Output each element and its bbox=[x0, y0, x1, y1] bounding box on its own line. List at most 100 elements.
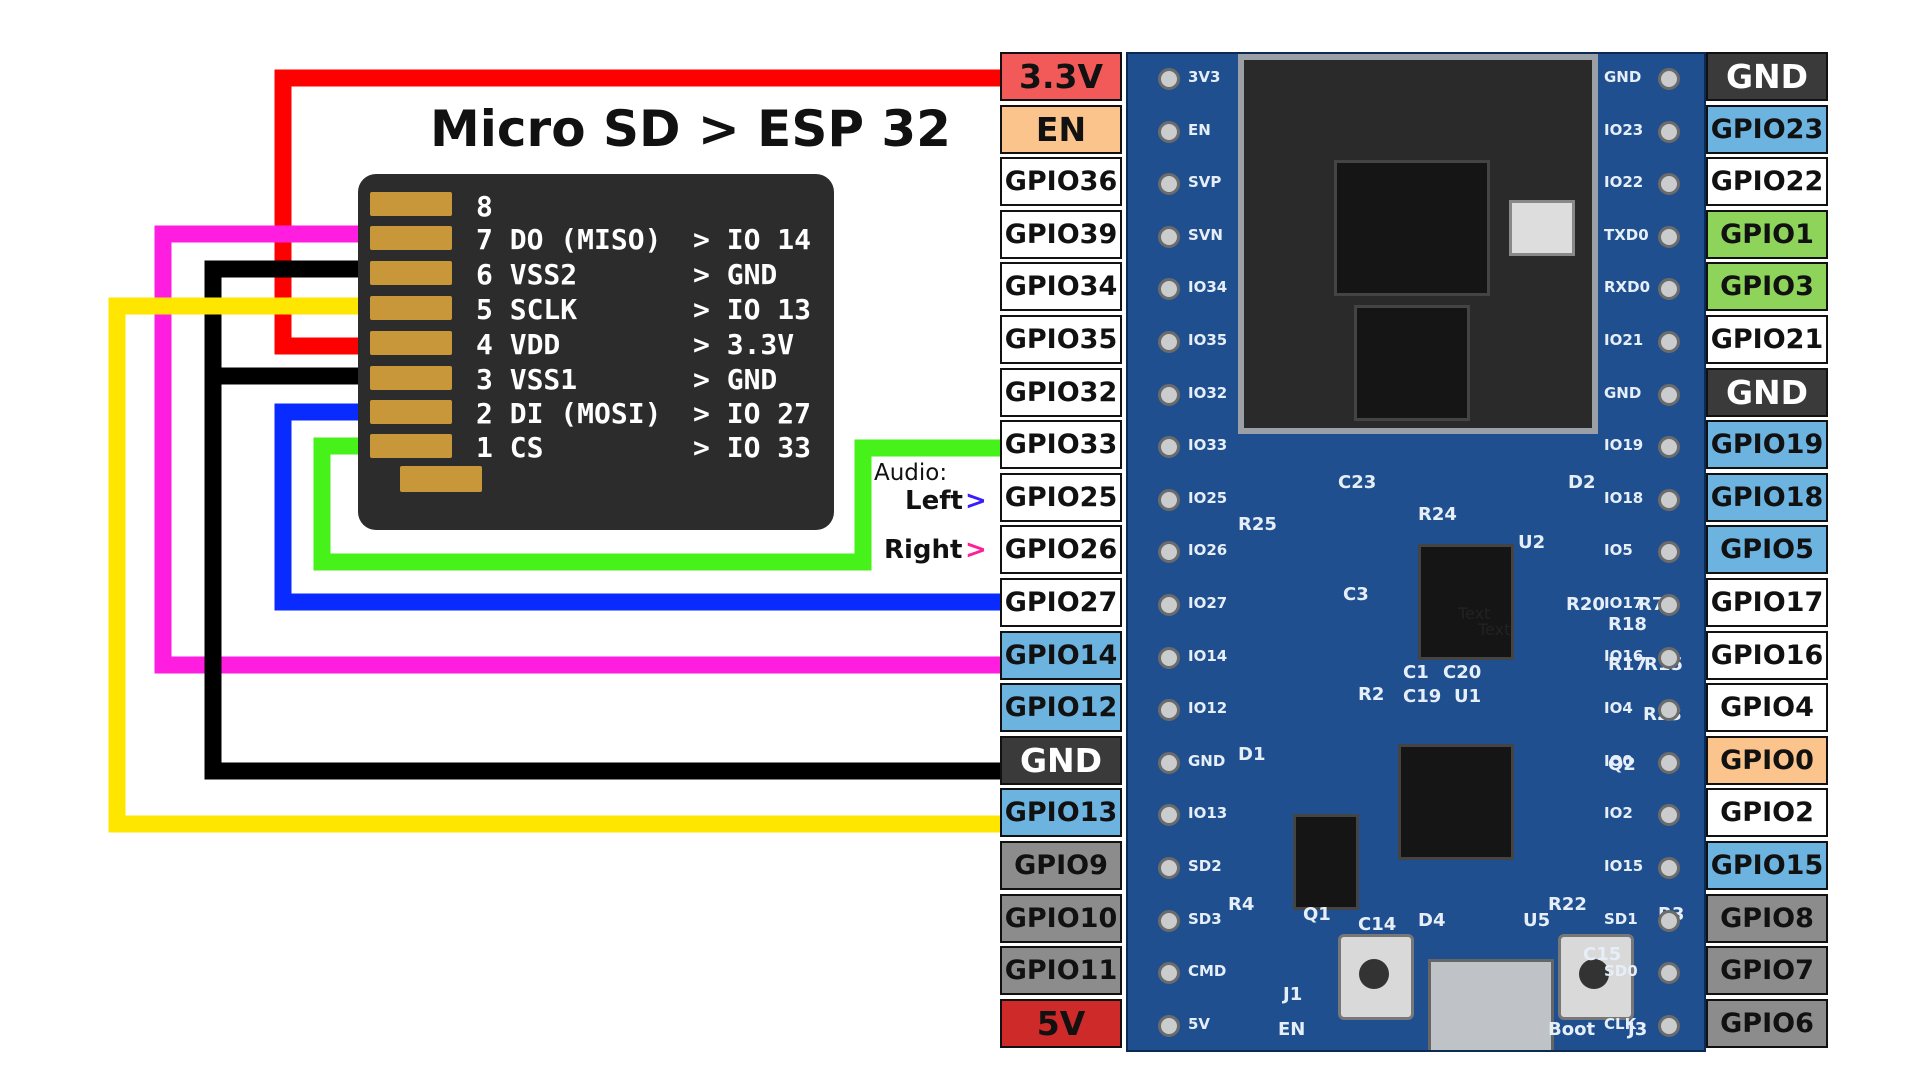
pin-label: GPIO0 bbox=[1706, 736, 1828, 785]
header-silk-label: IO17 bbox=[1604, 594, 1644, 612]
wire-miso-io14 bbox=[154, 225, 1000, 674]
header-silk-label: SD0 bbox=[1604, 962, 1638, 980]
header-silk-label: IO15 bbox=[1604, 857, 1644, 875]
audio-left-arrow: > bbox=[965, 486, 987, 516]
header-pin-hole bbox=[1158, 910, 1180, 932]
wire-vss2-gnd bbox=[204, 260, 1000, 780]
header-pin-hole bbox=[1158, 489, 1180, 511]
left-header bbox=[1156, 54, 1182, 1050]
header-pin-hole bbox=[1158, 68, 1180, 90]
silk-r7: R7 bbox=[1638, 594, 1665, 615]
silk-r4: R4 bbox=[1228, 894, 1255, 915]
sd-pin-mapping: > IO 27 bbox=[693, 397, 812, 430]
header-pin-hole bbox=[1658, 384, 1680, 406]
sd-pin-mapping: > IO 13 bbox=[693, 293, 812, 326]
boot-button bbox=[1558, 934, 1634, 1020]
sd-pin-mapping: > IO 14 bbox=[693, 223, 812, 256]
header-pin-hole bbox=[1658, 121, 1680, 143]
wire-sclk-io13 bbox=[108, 297, 1000, 833]
header-silk-label: SVP bbox=[1188, 173, 1222, 191]
audio-label: Audio: bbox=[874, 460, 948, 486]
silk-c14: C14 bbox=[1358, 914, 1397, 935]
silk-c20: C20 bbox=[1443, 662, 1482, 683]
sd-pin-label: 3 VSS1 bbox=[476, 363, 578, 396]
pin-label: GPIO6 bbox=[1706, 999, 1828, 1048]
pin-label: GPIO1 bbox=[1706, 210, 1828, 259]
header-pin-hole bbox=[1158, 1015, 1180, 1037]
silk-r18: R18 bbox=[1608, 614, 1647, 635]
header-silk-label: IO26 bbox=[1188, 541, 1228, 559]
sd-pin-row bbox=[370, 292, 452, 324]
silk-j3: J3 bbox=[1628, 1019, 1648, 1040]
silk-c19: C19 bbox=[1403, 686, 1442, 707]
wire-vdd-3v3 bbox=[274, 69, 1000, 355]
sd-pin-label: 5 SCLK bbox=[476, 293, 578, 326]
pin-label: GPIO15 bbox=[1706, 841, 1828, 890]
pin-label: GPIO22 bbox=[1706, 157, 1828, 206]
header-silk-label: IO34 bbox=[1188, 278, 1228, 296]
header-pin-hole bbox=[1658, 489, 1680, 511]
header-pin-hole bbox=[1658, 857, 1680, 879]
header-pin-hole bbox=[1658, 699, 1680, 721]
silk-u5: U5 bbox=[1523, 910, 1551, 931]
silk-r17: R17 bbox=[1608, 654, 1647, 675]
silk-u1: U1 bbox=[1454, 686, 1482, 707]
header-pin-hole bbox=[1158, 699, 1180, 721]
pin-label: GPIO32 bbox=[1000, 368, 1122, 417]
header-silk-label: IO32 bbox=[1188, 384, 1228, 402]
sd-contact-pad bbox=[370, 296, 452, 320]
pin-label: GPIO8 bbox=[1706, 894, 1828, 943]
silk-r2: R2 bbox=[1358, 684, 1385, 705]
pin-label: GPIO5 bbox=[1706, 525, 1828, 574]
header-silk-label: SD2 bbox=[1188, 857, 1222, 875]
sd-pin-mapping: > GND bbox=[693, 363, 778, 396]
header-silk-label: CLK bbox=[1604, 1015, 1637, 1033]
header-silk-label: GND bbox=[1604, 384, 1642, 402]
pin-label: GND bbox=[1706, 52, 1828, 101]
pin-label: 3.3V bbox=[1000, 52, 1122, 101]
header-pin-hole bbox=[1158, 594, 1180, 616]
sd-pin-row bbox=[370, 188, 452, 220]
silk-c3: C3 bbox=[1343, 584, 1369, 605]
sd-pin-label: 1 CS bbox=[476, 431, 544, 464]
audio-right-label: Right bbox=[884, 535, 963, 565]
silk-c15: C15 bbox=[1583, 944, 1622, 965]
silk-q1: Q1 bbox=[1303, 904, 1331, 925]
header-silk-label: GND bbox=[1188, 752, 1226, 770]
sd-pin-row bbox=[370, 222, 452, 254]
sd-contact-pad bbox=[400, 466, 482, 492]
header-silk-label: IO0 bbox=[1604, 752, 1633, 770]
header-pin-hole bbox=[1658, 962, 1680, 984]
header-pin-hole bbox=[1658, 278, 1680, 300]
pin-label: GPIO9 bbox=[1000, 841, 1122, 890]
header-silk-label: GND bbox=[1604, 68, 1642, 86]
header-silk-label: IO5 bbox=[1604, 541, 1633, 559]
esp32-board: D2 C23 R24 U2 C3 C1 C20 C19 R2 U1 D1 Q1 … bbox=[1126, 52, 1706, 1052]
pin-label: GPIO14 bbox=[1000, 631, 1122, 680]
header-silk-label: IO33 bbox=[1188, 436, 1228, 454]
right-header bbox=[1656, 54, 1682, 1050]
sd-contact-pad bbox=[370, 331, 452, 355]
sd-pin-row bbox=[370, 257, 452, 289]
pin-label: GPIO18 bbox=[1706, 473, 1828, 522]
silk-d4: D4 bbox=[1418, 910, 1446, 931]
header-silk-label: RXD0 bbox=[1604, 278, 1651, 296]
header-pin-hole bbox=[1658, 541, 1680, 563]
header-pin-hole bbox=[1658, 331, 1680, 353]
sd-pin-mapping: > 3.3V bbox=[693, 328, 795, 361]
header-silk-label: IO13 bbox=[1188, 804, 1228, 822]
header-silk-label: TXD0 bbox=[1604, 226, 1649, 244]
pin-label: GPIO36 bbox=[1000, 157, 1122, 206]
header-silk-label: IO18 bbox=[1604, 489, 1644, 507]
pin-label: GPIO12 bbox=[1000, 683, 1122, 732]
header-silk-label: IO21 bbox=[1604, 331, 1644, 349]
header-pin-hole bbox=[1658, 910, 1680, 932]
crystal bbox=[1509, 200, 1575, 256]
pin-label: GND bbox=[1706, 368, 1828, 417]
header-pin-hole bbox=[1658, 752, 1680, 774]
header-pin-hole bbox=[1158, 121, 1180, 143]
header-silk-label: IO4 bbox=[1604, 699, 1633, 717]
silk-r25: R25 bbox=[1238, 514, 1277, 535]
